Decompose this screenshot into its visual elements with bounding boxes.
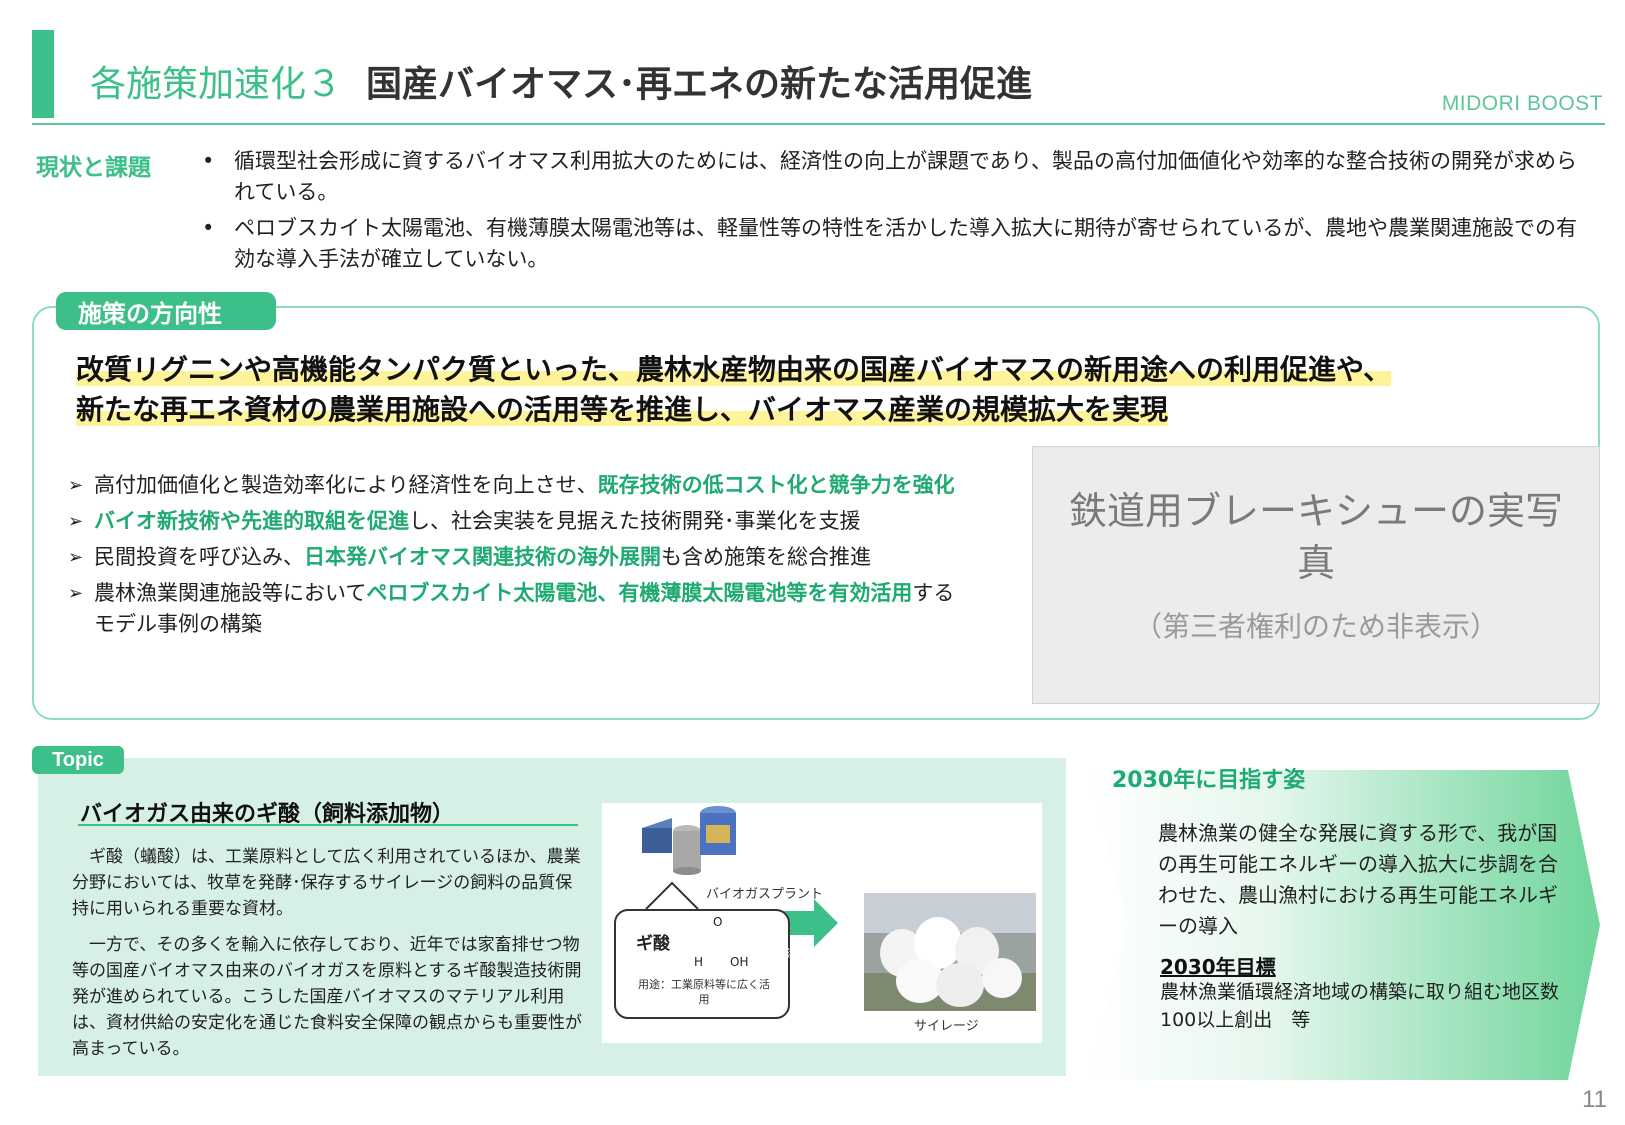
policy-item: ➢農林漁業関連施設等においてペロブスカイト太陽電池、有機薄膜太陽電池等を有効活用… xyxy=(68,578,968,640)
atom-h: H xyxy=(694,955,704,969)
brand-label: MIDORI BOOST xyxy=(1441,92,1603,115)
biogas-plant-icon xyxy=(642,806,736,875)
atom-o: O xyxy=(713,915,723,929)
arrow-right-icon: ➢ xyxy=(68,511,84,532)
goal-title: 2030年に目指す姿 xyxy=(1112,768,1306,793)
topic-tag: Topic xyxy=(32,746,124,774)
policy-item: ➢高付加価値化と製造効率化により経済性を向上させ、既存技術の低コスト化と競争力を… xyxy=(68,470,968,501)
status-list: •循環型社会形成に資するバイオマス利用拡大のためには、経済性の向上が課題であり、… xyxy=(200,146,1590,280)
atom-oh: OH xyxy=(730,955,749,969)
bullet-icon: • xyxy=(202,216,215,240)
title-main: 国産バイオマス･再エネの新たな活用促進 xyxy=(366,64,1033,105)
silage-label: サイレージ xyxy=(914,1019,979,1034)
status-item: •ペロブスカイト太陽電池、有機薄膜太陽電池等は、軽量性等の特性を活かした導入拡大… xyxy=(200,213,1590,275)
topic-title: バイオガス由来のギ酸（飼料添加物） xyxy=(80,802,455,827)
policy-label: 施策の方向性 xyxy=(56,292,276,330)
goal-chevron xyxy=(1088,770,1600,1080)
formic-acid-box: ギ酸 用途：工業原料等に広く活用 xyxy=(614,909,790,1019)
photo-placeholder: 鉄道用ブレーキシューの実写真 （第三者権利のため非表示） xyxy=(1032,446,1600,704)
silage-photo xyxy=(864,893,1036,1011)
goal-target-text: 農林漁業循環経済地域の構築に取り組む地区数 100以上創出 等 xyxy=(1160,981,1579,1031)
plant-label: バイオガスプラント xyxy=(706,887,824,902)
policy-item: ➢バイオ新技術や先進的取組を促進し、社会実装を見据えた技術開発･事業化を支援 xyxy=(68,506,968,537)
section-number: 各施策加速化３ xyxy=(90,64,343,105)
policy-item: ➢民間投資を呼び込み、日本発バイオマス関連技術の海外展開も含め施策を総合推進 xyxy=(68,542,968,573)
status-label: 現状と課題 xyxy=(36,155,151,181)
topic-title-underline xyxy=(78,824,578,826)
title-accent-bar xyxy=(32,30,54,118)
topic-text: ギ酸（蟻酸）は、工業原料として広く利用されているほか、農業分野においては、牧草を… xyxy=(72,847,582,1059)
diagram-graphics xyxy=(642,806,1036,1011)
page-number: 11 xyxy=(1582,1086,1607,1113)
policy-headline: 改質リグニンや高機能タンパク質といった、農林水産物由来の国産バイオマスの新用途へ… xyxy=(76,353,1392,426)
photo-title: 鉄道用ブレーキシューの実写真 xyxy=(1068,489,1563,585)
policy-list: ➢高付加価値化と製造効率化により経済性を向上させ、既存技術の低コスト化と競争力を… xyxy=(68,470,968,645)
arrow-right-icon: ➢ xyxy=(68,583,84,604)
page-title: 各施策加速化３ 国産バイオマス･再エネの新たな活用促進 xyxy=(90,55,1032,107)
goal-text: 農林漁業の健全な発展に資する形で、我が国の再生可能エネルギーの導入拡大に歩調を合… xyxy=(1158,821,1558,938)
formic-acid-name: ギ酸 xyxy=(636,934,670,954)
formic-acid-diagram: バイオガスプラント ギ酸 用途：工業原料等に広く活用 O H OH 添加 サイレ… xyxy=(602,803,1042,1043)
goal-target-title: 2030年目標 xyxy=(1160,955,1276,979)
arrow-right-icon: ➢ xyxy=(68,547,84,568)
photo-note: （第三者権利のため非表示） xyxy=(1133,610,1498,643)
add-label: 添加 xyxy=(786,947,811,961)
bullet-icon: • xyxy=(202,149,215,173)
arrow-right-icon: ➢ xyxy=(68,475,84,496)
header-divider xyxy=(32,123,1605,125)
status-item: •循環型社会形成に資するバイオマス利用拡大のためには、経済性の向上が課題であり、… xyxy=(200,146,1590,208)
usage-note: 用途：工業原料等に広く活用 xyxy=(638,978,770,1006)
